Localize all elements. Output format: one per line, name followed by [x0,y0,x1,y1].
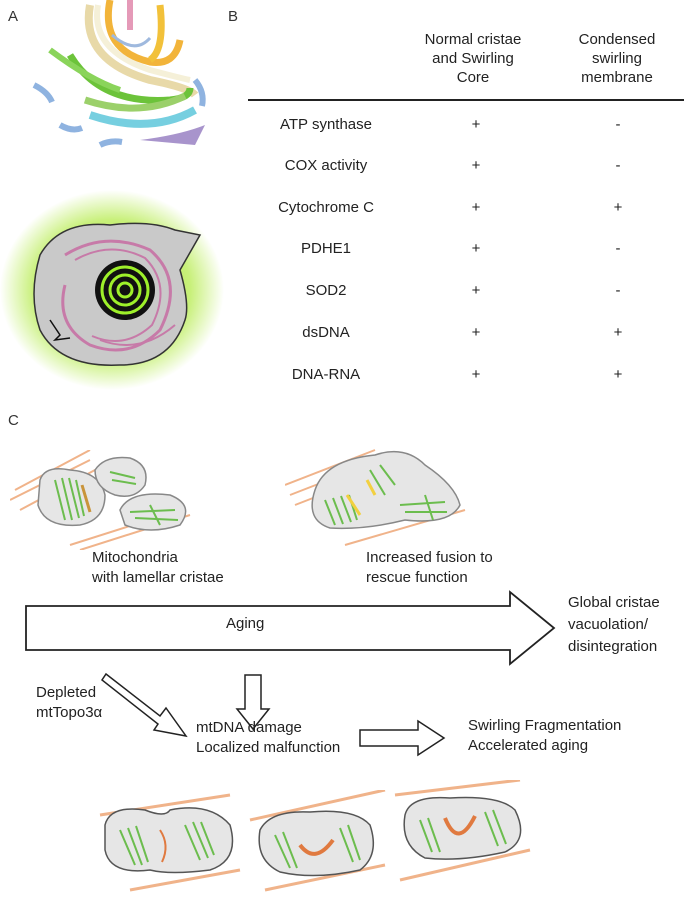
column-header-normal: Normal cristae and Swirling Core [408,30,538,87]
panel-label-c: C [8,412,19,429]
fused-mitochondrion-illustration [285,449,466,546]
row-label-sod2: SOD2 [305,282,347,299]
global-cristae-line1: Global cristae [568,594,660,611]
swirling-line1: Swirling Fragmentation [468,717,622,734]
fusion-label-line2: rescue function [366,569,468,586]
cell-sod2-normal: + [471,282,481,299]
aging-label: Aging [226,615,265,632]
table-header-rule [248,99,684,101]
cell-cytochrome-c-condensed: + [613,199,623,216]
cell-atp-synthase-normal: + [471,116,481,133]
mitochondria-lamellar-illustration [10,450,191,550]
global-cristae-label: Global cristae vacuolation/ disintegrati… [568,592,660,658]
mtdna-damage-label: mtDNA damage Localized malfunction [196,718,340,758]
aging-arrow [25,590,556,666]
column-header-condensed: Condensed swirling membrane [552,30,682,87]
column-header-condensed-line2: swirling [591,50,642,67]
mitochondria-label-line2: with lamellar cristae [92,569,224,586]
damaged-mitochondrion-1 [99,793,241,892]
swirling-fragmentation-label: Swirling Fragmentation Accelerated aging [468,716,621,756]
cell-dna-rna-condensed: + [613,366,623,383]
right-arrow [359,719,446,757]
cell-dsdna-condensed: + [613,324,623,341]
mtdna-damage-line1: mtDNA damage [196,719,302,736]
row-label-dna-rna: DNA-RNA [291,366,361,383]
cell-sod2-condensed: - [615,282,621,299]
row-label-atp-synthase: ATP synthase [280,116,372,133]
cell-cox-activity-condensed: - [615,157,621,174]
cell-dsdna-normal: + [471,324,481,341]
row-label-pdhe1: PDHE1 [300,240,352,257]
global-cristae-line3: disintegration [568,638,658,655]
depleted-label-line1: Depleted [36,684,97,701]
column-header-normal-line2: and Swirling [432,50,514,67]
depleted-label: Depleted mtTopo3α [36,683,102,723]
diagonal-arrow [100,672,188,738]
row-label-cytochrome-c: Cytochrome C [278,199,374,216]
cell-pdhe1-condensed: - [615,240,621,257]
cell-dna-rna-normal: + [471,366,481,383]
row-label-cox-activity: COX activity [284,157,368,174]
mtdna-damage-line2: Localized malfunction [196,739,341,756]
column-header-condensed-line3: membrane [581,69,653,86]
cell-pdhe1-normal: + [471,240,481,257]
swirling-mitochondrion-illustration [0,190,224,390]
damaged-mitochondrion-3 [394,780,531,882]
fusion-label-line1: Increased fusion to [366,549,493,566]
cell-atp-synthase-condensed: - [615,116,621,133]
mitochondria-label-line1: Mitochondria [92,549,178,566]
global-cristae-line2: vacuolation/ [568,616,649,633]
row-label-dsdna: dsDNA [302,324,350,341]
cristae-layers-illustration [32,0,206,148]
damaged-mitochondrion-2 [249,790,386,892]
column-header-normal-line3: Core [456,69,490,86]
swirling-line2: Accelerated aging [468,737,589,754]
depleted-label-line2: mtTopo3α [36,704,103,721]
fusion-label: Increased fusion to rescue function [366,548,493,588]
column-header-normal-line1: Normal cristae [424,31,522,48]
panel-label-b: B [228,8,239,25]
panel-label-a: A [8,8,19,25]
column-header-condensed-line1: Condensed [578,31,656,48]
down-arrow [235,674,271,731]
cell-cytochrome-c-normal: + [471,199,481,216]
cell-cox-activity-normal: + [471,157,481,174]
mitochondria-label: Mitochondria with lamellar cristae [92,548,224,588]
